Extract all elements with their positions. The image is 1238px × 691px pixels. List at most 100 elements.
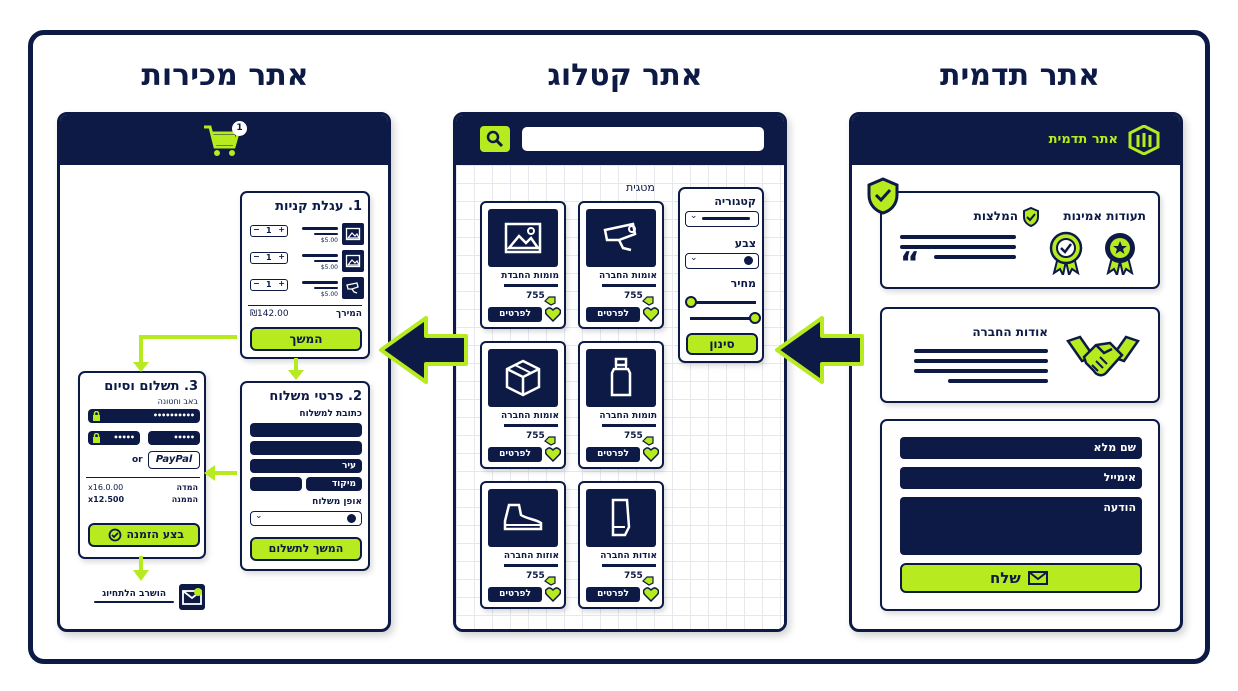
address-input-1[interactable] — [250, 423, 362, 437]
image-icon — [345, 254, 361, 268]
product-image — [586, 349, 656, 407]
city-input[interactable]: עיר — [250, 459, 362, 473]
quantity-stepper[interactable]: −1+ — [250, 225, 288, 237]
chevron-down-icon: ⌄ — [690, 253, 698, 263]
product-price: 755 — [526, 571, 545, 581]
product-card[interactable]: אוזות החברה 755 לפרטים — [480, 481, 566, 609]
about-title: אודות החברה — [972, 325, 1048, 339]
about-card: אודות החברה — [880, 307, 1160, 403]
price-tag-icon — [642, 571, 654, 586]
plus-icon[interactable]: + — [278, 252, 285, 261]
summary-row1-label: המדה — [176, 483, 198, 492]
flow-arrow-down-icon — [288, 358, 304, 380]
sort-label: מטגית — [626, 181, 655, 194]
details-button[interactable]: לפרטים — [586, 307, 640, 322]
minus-icon[interactable]: − — [253, 225, 260, 234]
chevron-down-icon: ⌄ — [690, 211, 698, 221]
check-shield-small-icon — [1023, 207, 1039, 227]
place-order-label: בצע הזמנה — [126, 528, 184, 541]
zip-extra-input[interactable] — [250, 477, 302, 491]
product-price: 755 — [624, 431, 643, 441]
details-button[interactable]: לפרטים — [586, 447, 640, 462]
search-icon — [486, 130, 504, 148]
award-badge-star-icon — [1105, 233, 1135, 275]
trust-title: תעודות אמינות — [1063, 209, 1146, 223]
details-button[interactable]: לפרטים — [488, 447, 542, 462]
cart-item-row: $5.00−1+ — [242, 223, 368, 247]
price-tag-icon — [544, 291, 556, 306]
confirmation-label: הושרב הלתחיוג — [102, 589, 166, 599]
product-image — [488, 209, 558, 267]
address-input-2[interactable] — [250, 441, 362, 455]
heart-icon[interactable] — [642, 447, 660, 463]
text-line — [602, 424, 656, 427]
quantity-stepper[interactable]: −1+ — [250, 279, 288, 291]
quantity-stepper[interactable]: −1 + — [250, 252, 288, 264]
heart-icon[interactable] — [642, 307, 660, 323]
plus-icon[interactable]: + — [278, 279, 285, 288]
color-select[interactable]: ⌄ — [685, 253, 759, 269]
showcase-column-title: אתר תדמית — [939, 58, 1100, 93]
email-input[interactable]: אימייל — [900, 467, 1142, 489]
expiry-input[interactable]: ••••• — [88, 431, 140, 445]
price-tag-icon — [544, 431, 556, 446]
heart-icon[interactable] — [544, 307, 562, 323]
cart-step-title: 1. עגלת קניות — [275, 199, 362, 214]
cart-continue-button[interactable]: המשך — [250, 327, 362, 351]
card-number-input[interactable]: •••••••••• — [88, 409, 200, 423]
heart-icon[interactable] — [544, 447, 562, 463]
text-line — [914, 369, 1048, 373]
message-textarea[interactable]: הודעה — [900, 497, 1142, 555]
product-name: אומות החברה — [599, 271, 657, 281]
quantity-value: 1 — [266, 253, 272, 262]
price-slider-2[interactable] — [690, 312, 761, 324]
continue-to-payment-button[interactable]: המשך לתשלום — [250, 537, 362, 561]
zip-input[interactable]: מיקוד — [306, 477, 362, 491]
details-button[interactable]: לפרטים — [586, 587, 640, 602]
shipping-method-select[interactable]: ⌄ — [250, 511, 362, 526]
cvv-input[interactable]: ••••• — [148, 431, 200, 445]
address-label: כתובת למשלוח — [299, 409, 362, 419]
search-button[interactable] — [480, 126, 510, 152]
product-image — [488, 489, 558, 547]
minus-icon[interactable]: − — [253, 252, 260, 261]
send-button[interactable]: שלח — [900, 563, 1142, 593]
flow-arrow-left-icon — [204, 465, 237, 481]
details-button[interactable]: לפרטים — [488, 587, 542, 602]
price-slider-1[interactable] — [685, 296, 756, 308]
plus-icon[interactable]: + — [278, 225, 285, 234]
place-order-button[interactable]: בצע הזמנה — [88, 523, 200, 547]
shipping-step-title: 2. פרטי משלוח — [269, 389, 362, 404]
summary-row1-value: x16.0.00 — [88, 483, 124, 492]
secure-label: באב וחטונה — [157, 397, 198, 406]
full-name-input[interactable]: שם מלא — [900, 437, 1142, 459]
price-tag-icon — [642, 291, 654, 306]
catalog-site-panel: מטגית קטגוריה ⌄ צבע ⌄ מחיר סינון אומות ה… — [453, 112, 787, 632]
text-line — [94, 601, 174, 603]
cart-total-value: ₪142.00 — [250, 309, 289, 319]
cart-item-thumbnail — [342, 277, 364, 299]
cart-step-card: 1. עגלת קניות $5.00−1+$5.00−1+$5.00−1+ ה… — [240, 191, 370, 359]
shoe-icon — [501, 501, 545, 535]
text-line — [900, 245, 1016, 249]
category-select[interactable]: ⌄ — [685, 211, 759, 227]
search-input[interactable] — [522, 127, 764, 151]
filter-category-label: קטגוריה — [714, 195, 756, 208]
cart-item-thumbnail — [342, 250, 364, 272]
payment-step-title: 3. תשלום וסיום — [104, 379, 198, 394]
paypal-button[interactable]: PayPal — [148, 451, 200, 469]
heart-icon[interactable] — [544, 587, 562, 603]
product-name: אוזות החברה — [503, 551, 559, 561]
text-line — [504, 284, 558, 287]
handshake-icon — [1066, 335, 1140, 377]
minus-icon[interactable]: − — [253, 279, 260, 288]
details-button[interactable]: לפרטים — [488, 307, 542, 322]
heart-icon[interactable] — [642, 587, 660, 603]
price-tag-icon — [642, 431, 654, 446]
filter-button[interactable]: סינון — [686, 333, 758, 355]
